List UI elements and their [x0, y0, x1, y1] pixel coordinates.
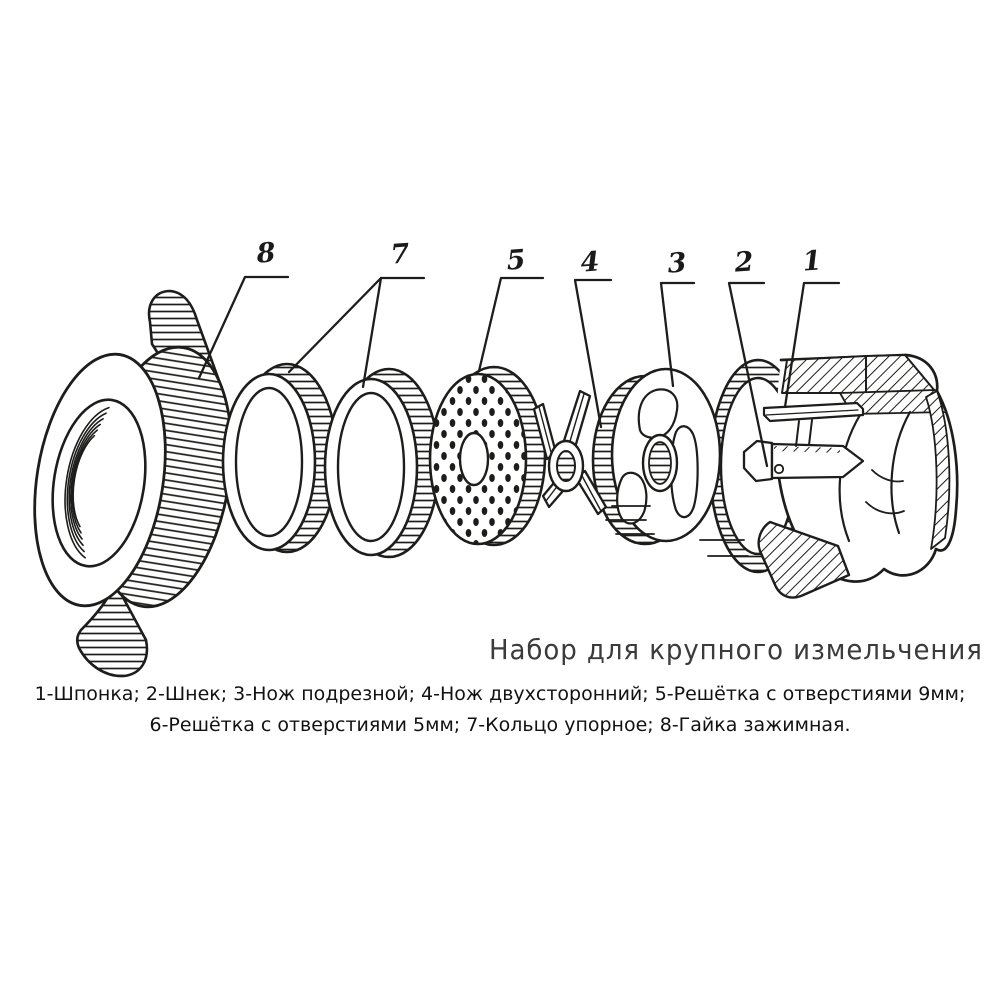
part-label-3: 3 [666, 247, 688, 280]
part-label-7: 7 [389, 238, 411, 271]
part-label-2: 2 [733, 246, 755, 279]
part-2-auger [708, 353, 959, 599]
nut-thread-lines [64, 406, 110, 559]
leader-7b [361, 276, 383, 389]
knife-blade-edges [538, 393, 602, 512]
auger-post-a [795, 420, 800, 447]
part-label-4: 4 [579, 246, 601, 279]
wheel-cutout-left [616, 471, 648, 525]
auger-shaft [770, 442, 865, 480]
diagram-title: Набор для крупного измельчения [489, 633, 983, 666]
leader-8 [197, 275, 290, 380]
auger-shaft-hole [773, 463, 785, 475]
leader-2 [727, 281, 769, 468]
leader-1 [783, 281, 841, 409]
wheel-cutout-top [637, 388, 679, 440]
legend-line-1: 1-Шпонка; 2-Шнек; 3-Нож подрезной; 4-Нож… [34, 683, 966, 705]
auger-top-slab [781, 355, 867, 394]
part-8-clamping-nut [33, 289, 233, 678]
part-5-grinding-plate [428, 365, 547, 547]
auger-tail [757, 520, 851, 599]
auger-right-rim [925, 390, 951, 550]
leader-4 [573, 278, 613, 429]
part-label-8: 8 [255, 237, 277, 270]
part-label-1: 1 [801, 245, 823, 278]
leader-lines [197, 275, 841, 468]
plate-center-hole [458, 431, 490, 487]
legend-line-2: 6-Решётка с отверстиями 5мм; 7-Кольцо уп… [149, 714, 851, 736]
nut-bottom-wing [75, 586, 149, 678]
shading-dashes [605, 505, 749, 557]
part-3-knife-wheel [591, 367, 722, 546]
knife-hub-bore [556, 450, 576, 482]
nut-threaded-bore [51, 398, 147, 568]
part-label-5: 5 [505, 244, 527, 277]
part-1-key [762, 401, 865, 423]
leader-3 [659, 281, 696, 388]
parts-legend: 1-Шпонка; 2-Шнек; 3-Нож подрезной; 4-Нож… [0, 679, 1000, 741]
leader-7a [287, 276, 426, 374]
part-6-thrust-ring [323, 367, 441, 559]
wheel-hub-bore [648, 441, 672, 485]
part-7-thrust-ring [221, 362, 339, 554]
leader-5 [477, 276, 545, 373]
auger-shaft-hatch [774, 446, 840, 453]
auger-post-b [808, 419, 813, 446]
part-4-cross-knife [532, 389, 608, 516]
